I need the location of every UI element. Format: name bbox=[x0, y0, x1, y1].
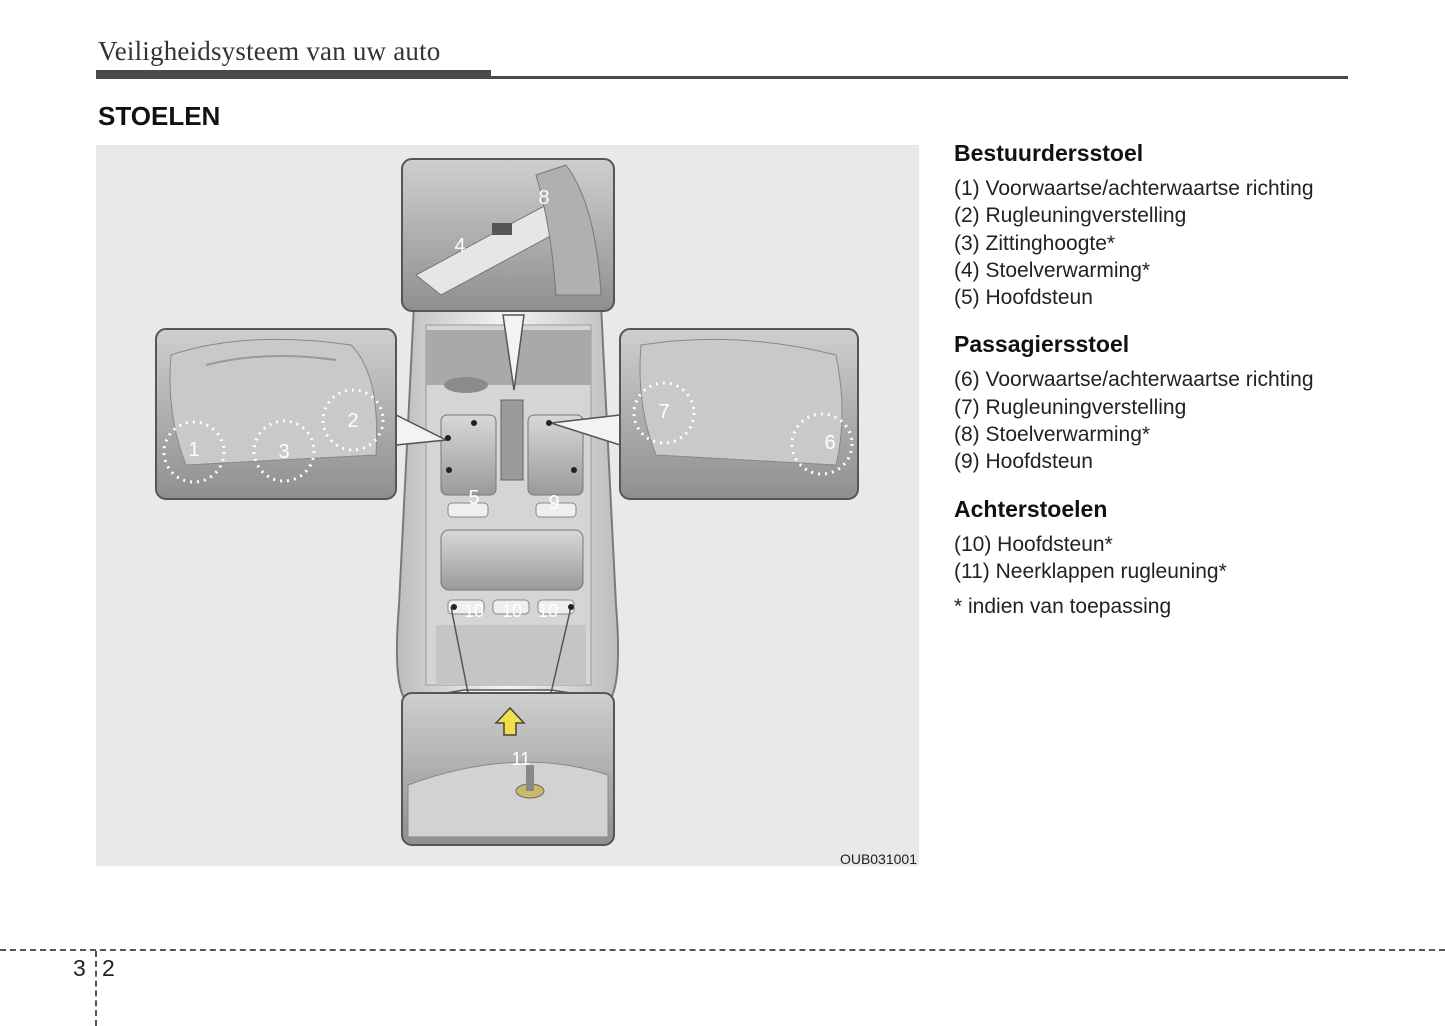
callout-9: 9 bbox=[548, 492, 560, 514]
legend-item: (9) Hoofdsteun bbox=[954, 450, 1093, 474]
callout-7: 7 bbox=[658, 401, 670, 423]
seats-illustration-drawing bbox=[155, 158, 859, 846]
up-arrow-icon bbox=[494, 706, 526, 736]
header-rule-thick bbox=[96, 70, 491, 79]
page-header-title: Veiligheidsysteem van uw auto bbox=[98, 36, 441, 66]
front-seat-right bbox=[527, 414, 584, 496]
front-seat-left bbox=[440, 414, 497, 496]
page-number-chapter: 3 bbox=[73, 955, 86, 981]
legend-item: (11) Neerklappen rugleuning* bbox=[954, 559, 1227, 583]
legend-item: (5) Hoofdsteun bbox=[954, 286, 1093, 310]
legend: Bestuurdersstoel (1) Voorwaartse/achterw… bbox=[954, 140, 1424, 640]
legend-note: * indien van toepassing bbox=[954, 595, 1172, 619]
legend-driver: Bestuurdersstoel (1) Voorwaartse/achterw… bbox=[954, 140, 1424, 311]
header-rule-thin bbox=[491, 76, 1348, 79]
figure-code: OUB031001 bbox=[839, 851, 917, 867]
footer-dashed-divider bbox=[95, 951, 97, 1026]
legend-item: (8) Stoelverwarming* bbox=[954, 423, 1151, 447]
center-console bbox=[500, 399, 524, 481]
footer-dashed-rule bbox=[0, 949, 1445, 951]
seats-illustration: 1 2 3 4 5 6 7 8 9 10 10 10 11 OUB031001 bbox=[96, 145, 919, 867]
legend-item: (2) Rugleuningverstelling bbox=[954, 204, 1187, 228]
inset-heater-switches bbox=[401, 158, 615, 312]
callout-6: 6 bbox=[824, 432, 836, 454]
connector-top bbox=[502, 314, 525, 391]
section-title: STOELEN bbox=[98, 101, 221, 131]
legend-item: (10) Hoofdsteun* bbox=[954, 532, 1113, 556]
legend-item: (3) Zittinghoogte* bbox=[954, 231, 1116, 255]
callout-3: 3 bbox=[278, 441, 290, 463]
callout-4: 4 bbox=[454, 235, 466, 257]
callout-2: 2 bbox=[347, 410, 359, 432]
legend-item: (6) Voorwaartse/achterwaartse richting bbox=[954, 368, 1314, 392]
callout-10-center: 10 bbox=[501, 601, 523, 621]
inset-passenger-seat bbox=[619, 328, 859, 500]
legend-passenger: Passagiersstoel (6) Voorwaartse/achterwa… bbox=[954, 331, 1424, 475]
callout-11: 11 bbox=[511, 749, 531, 769]
callout-1: 1 bbox=[188, 439, 200, 461]
legend-item: (4) Stoelverwarming* bbox=[954, 258, 1151, 282]
callout-10-right: 10 bbox=[537, 601, 559, 621]
inset-rear-release bbox=[401, 692, 615, 846]
page-number-page: 2 bbox=[102, 955, 115, 981]
callout-8: 8 bbox=[538, 187, 550, 209]
legend-item: (7) Rugleuningverstelling bbox=[954, 395, 1187, 419]
legend-rear: Achterstoelen (10) Hoofdsteun* (11) Neer… bbox=[954, 496, 1424, 621]
legend-heading-rear: Achterstoelen bbox=[954, 495, 1108, 522]
rear-bench bbox=[440, 529, 584, 591]
legend-heading-driver: Bestuurdersstoel bbox=[954, 140, 1144, 166]
inset-driver-seat bbox=[155, 328, 397, 500]
legend-heading-passenger: Passagiersstoel bbox=[954, 331, 1130, 358]
callout-10-left: 10 bbox=[463, 601, 485, 621]
legend-item: (1) Voorwaartse/achterwaartse richting bbox=[954, 177, 1314, 200]
callout-5: 5 bbox=[468, 487, 480, 509]
